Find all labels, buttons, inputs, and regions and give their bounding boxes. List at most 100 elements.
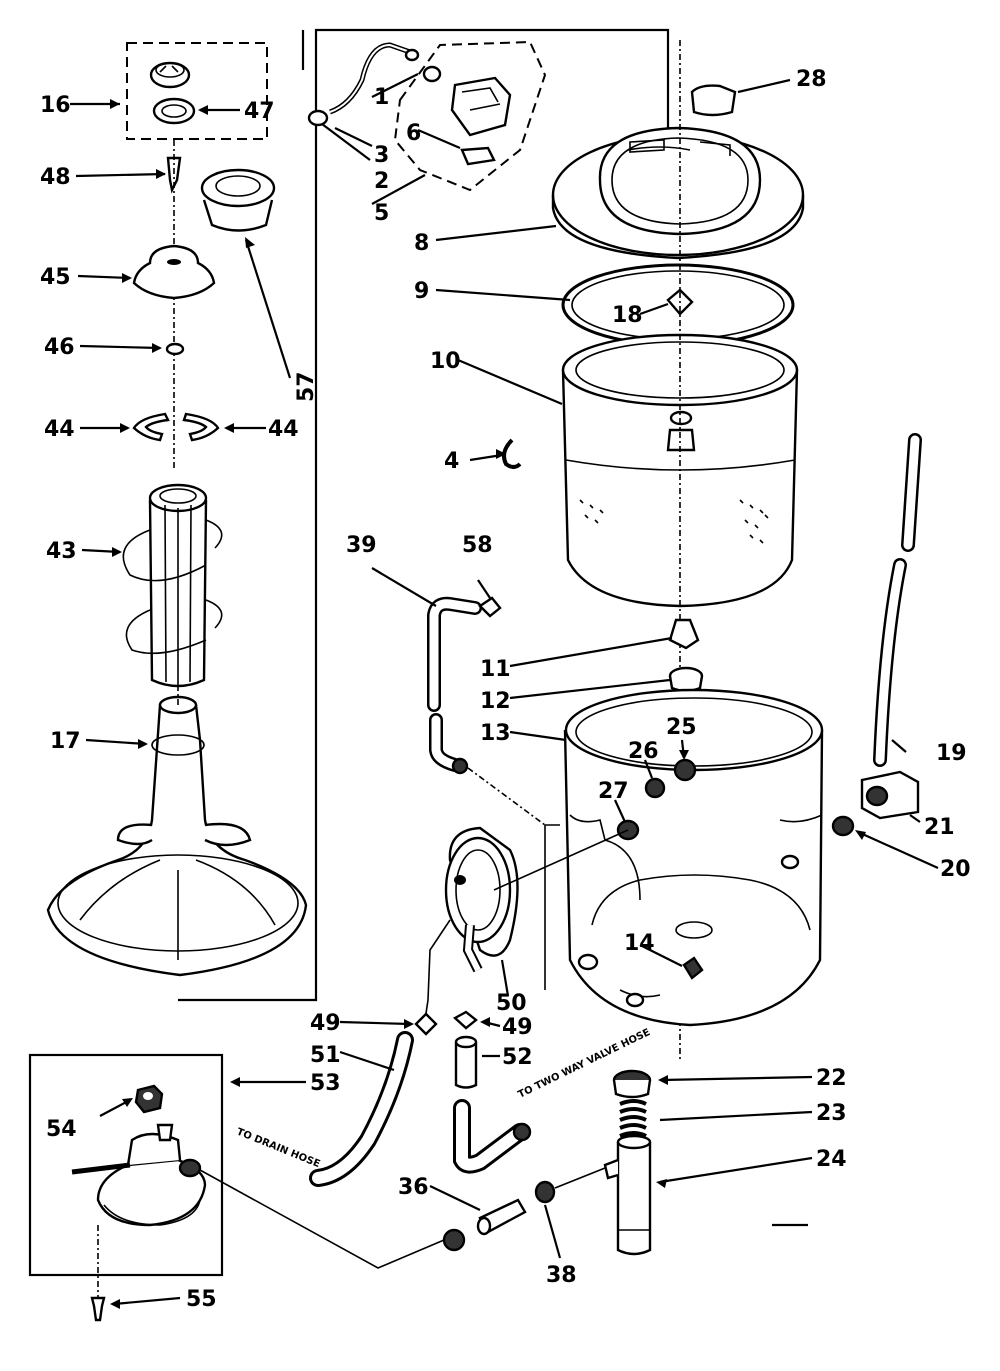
label-36: 36 (398, 1175, 429, 1200)
part-58-clamp (478, 596, 502, 618)
part-44-clip-left (132, 412, 170, 442)
hose-39-leader (467, 767, 546, 826)
label-54: 54 (46, 1117, 77, 1142)
label-16: 16 (40, 93, 71, 118)
part-20-grommet (831, 815, 855, 837)
part-1-hose (329, 42, 420, 115)
part-12-seal (668, 666, 704, 693)
label-57: 57 (294, 371, 319, 402)
note-to-drain-hose: TO DRAIN HOSE (235, 1127, 322, 1171)
part-11-bushing (668, 618, 700, 650)
label-8: 8 (414, 231, 429, 256)
part-46-washer (165, 342, 185, 356)
part-24-drain-tube (603, 1134, 652, 1256)
label-50: 50 (496, 991, 527, 1016)
part-2-grommet (307, 109, 329, 127)
part-26-grommet (644, 777, 666, 799)
label-49-left: 49 (310, 1011, 341, 1036)
label-49-right: 49 (502, 1015, 533, 1040)
part-5-pressure-switch (450, 76, 512, 137)
part-16-cap (149, 61, 191, 89)
part-17-agitator-base (46, 695, 308, 977)
label-6: 6 (406, 121, 421, 146)
part-8-tub-ring (551, 126, 805, 260)
label-26: 26 (628, 739, 659, 764)
label-18: 18 (612, 303, 643, 328)
part-4-clip (502, 438, 522, 469)
label-44-left: 44 (44, 417, 75, 442)
part-38-clamp-b (442, 1228, 466, 1252)
label-20: 20 (940, 857, 971, 882)
part-3-ring (422, 65, 442, 83)
label-28: 28 (796, 67, 827, 92)
label-2: 2 (374, 169, 389, 194)
part-38-clamp-a (534, 1180, 556, 1204)
two-way-valve-hose (453, 1099, 532, 1174)
label-38: 38 (546, 1263, 577, 1288)
leader-38-24 (554, 1167, 606, 1189)
label-3: 3 (374, 143, 389, 168)
part-16-group-box (126, 42, 268, 140)
label-53: 53 (310, 1071, 341, 1096)
part-49-clamp-a (414, 1012, 438, 1036)
part-54-nut (134, 1084, 164, 1114)
part-53-valve-assembly (71, 1123, 207, 1227)
label-39: 39 (346, 533, 377, 558)
part-19-hose (873, 433, 922, 767)
part-13-outer-tub (563, 688, 824, 1027)
label-52: 52 (502, 1045, 533, 1070)
assembly-frame-line (178, 28, 670, 1002)
label-11: 11 (480, 657, 511, 682)
label-27: 27 (598, 779, 629, 804)
leader-lines (70, 73, 939, 1309)
part-21-air-dome (860, 770, 920, 820)
part-53-group-box (28, 1053, 224, 1277)
pump-outlet-line (424, 919, 451, 1021)
label-24: 24 (816, 1147, 847, 1172)
part-47-seal (152, 97, 196, 125)
part-36-hose (476, 1198, 527, 1236)
part-6-bracket (460, 146, 496, 166)
leader-valve-38 (199, 1169, 445, 1269)
part-50-pump (444, 826, 519, 973)
label-23: 23 (816, 1101, 847, 1126)
label-55: 55 (186, 1287, 217, 1312)
part-22-coupling (612, 1069, 652, 1099)
part-45-dome (132, 244, 216, 300)
label-1: 1 (374, 85, 389, 110)
part-number-labels: 16 47 48 45 46 44 44 43 17 57 1 3 2 5 6 … (40, 67, 971, 1312)
label-21: 21 (924, 815, 955, 840)
label-12: 12 (480, 689, 511, 714)
part-57-cup (200, 168, 276, 232)
part-49-clamp-b (452, 1010, 478, 1030)
part-5-switch-box (393, 40, 547, 192)
label-13: 13 (480, 721, 511, 746)
label-44-right: 44 (268, 417, 299, 442)
part-44-clip-right (182, 412, 220, 442)
label-17: 17 (50, 729, 81, 754)
part-23-spring (619, 1099, 647, 1138)
part-51-hose (309, 1031, 414, 1187)
label-48: 48 (40, 165, 71, 190)
label-19: 19 (936, 741, 967, 766)
label-5: 5 (374, 201, 389, 226)
part-39-hose (427, 596, 482, 775)
part-28-cap (690, 84, 737, 117)
part-10-spin-basket (561, 333, 799, 608)
label-14: 14 (624, 931, 655, 956)
label-4: 4 (444, 449, 459, 474)
label-45: 45 (40, 265, 71, 290)
part-43-agitator-barrel (122, 483, 223, 688)
label-25: 25 (666, 715, 697, 740)
label-46: 46 (44, 335, 75, 360)
label-22: 22 (816, 1066, 847, 1091)
label-47: 47 (244, 99, 275, 124)
part-14-nut (682, 956, 704, 980)
part-55-screw (90, 1296, 106, 1322)
label-9: 9 (414, 279, 429, 304)
label-43: 43 (46, 539, 77, 564)
tub-guide-line (544, 824, 560, 990)
label-10: 10 (430, 349, 461, 374)
label-58: 58 (462, 533, 493, 558)
